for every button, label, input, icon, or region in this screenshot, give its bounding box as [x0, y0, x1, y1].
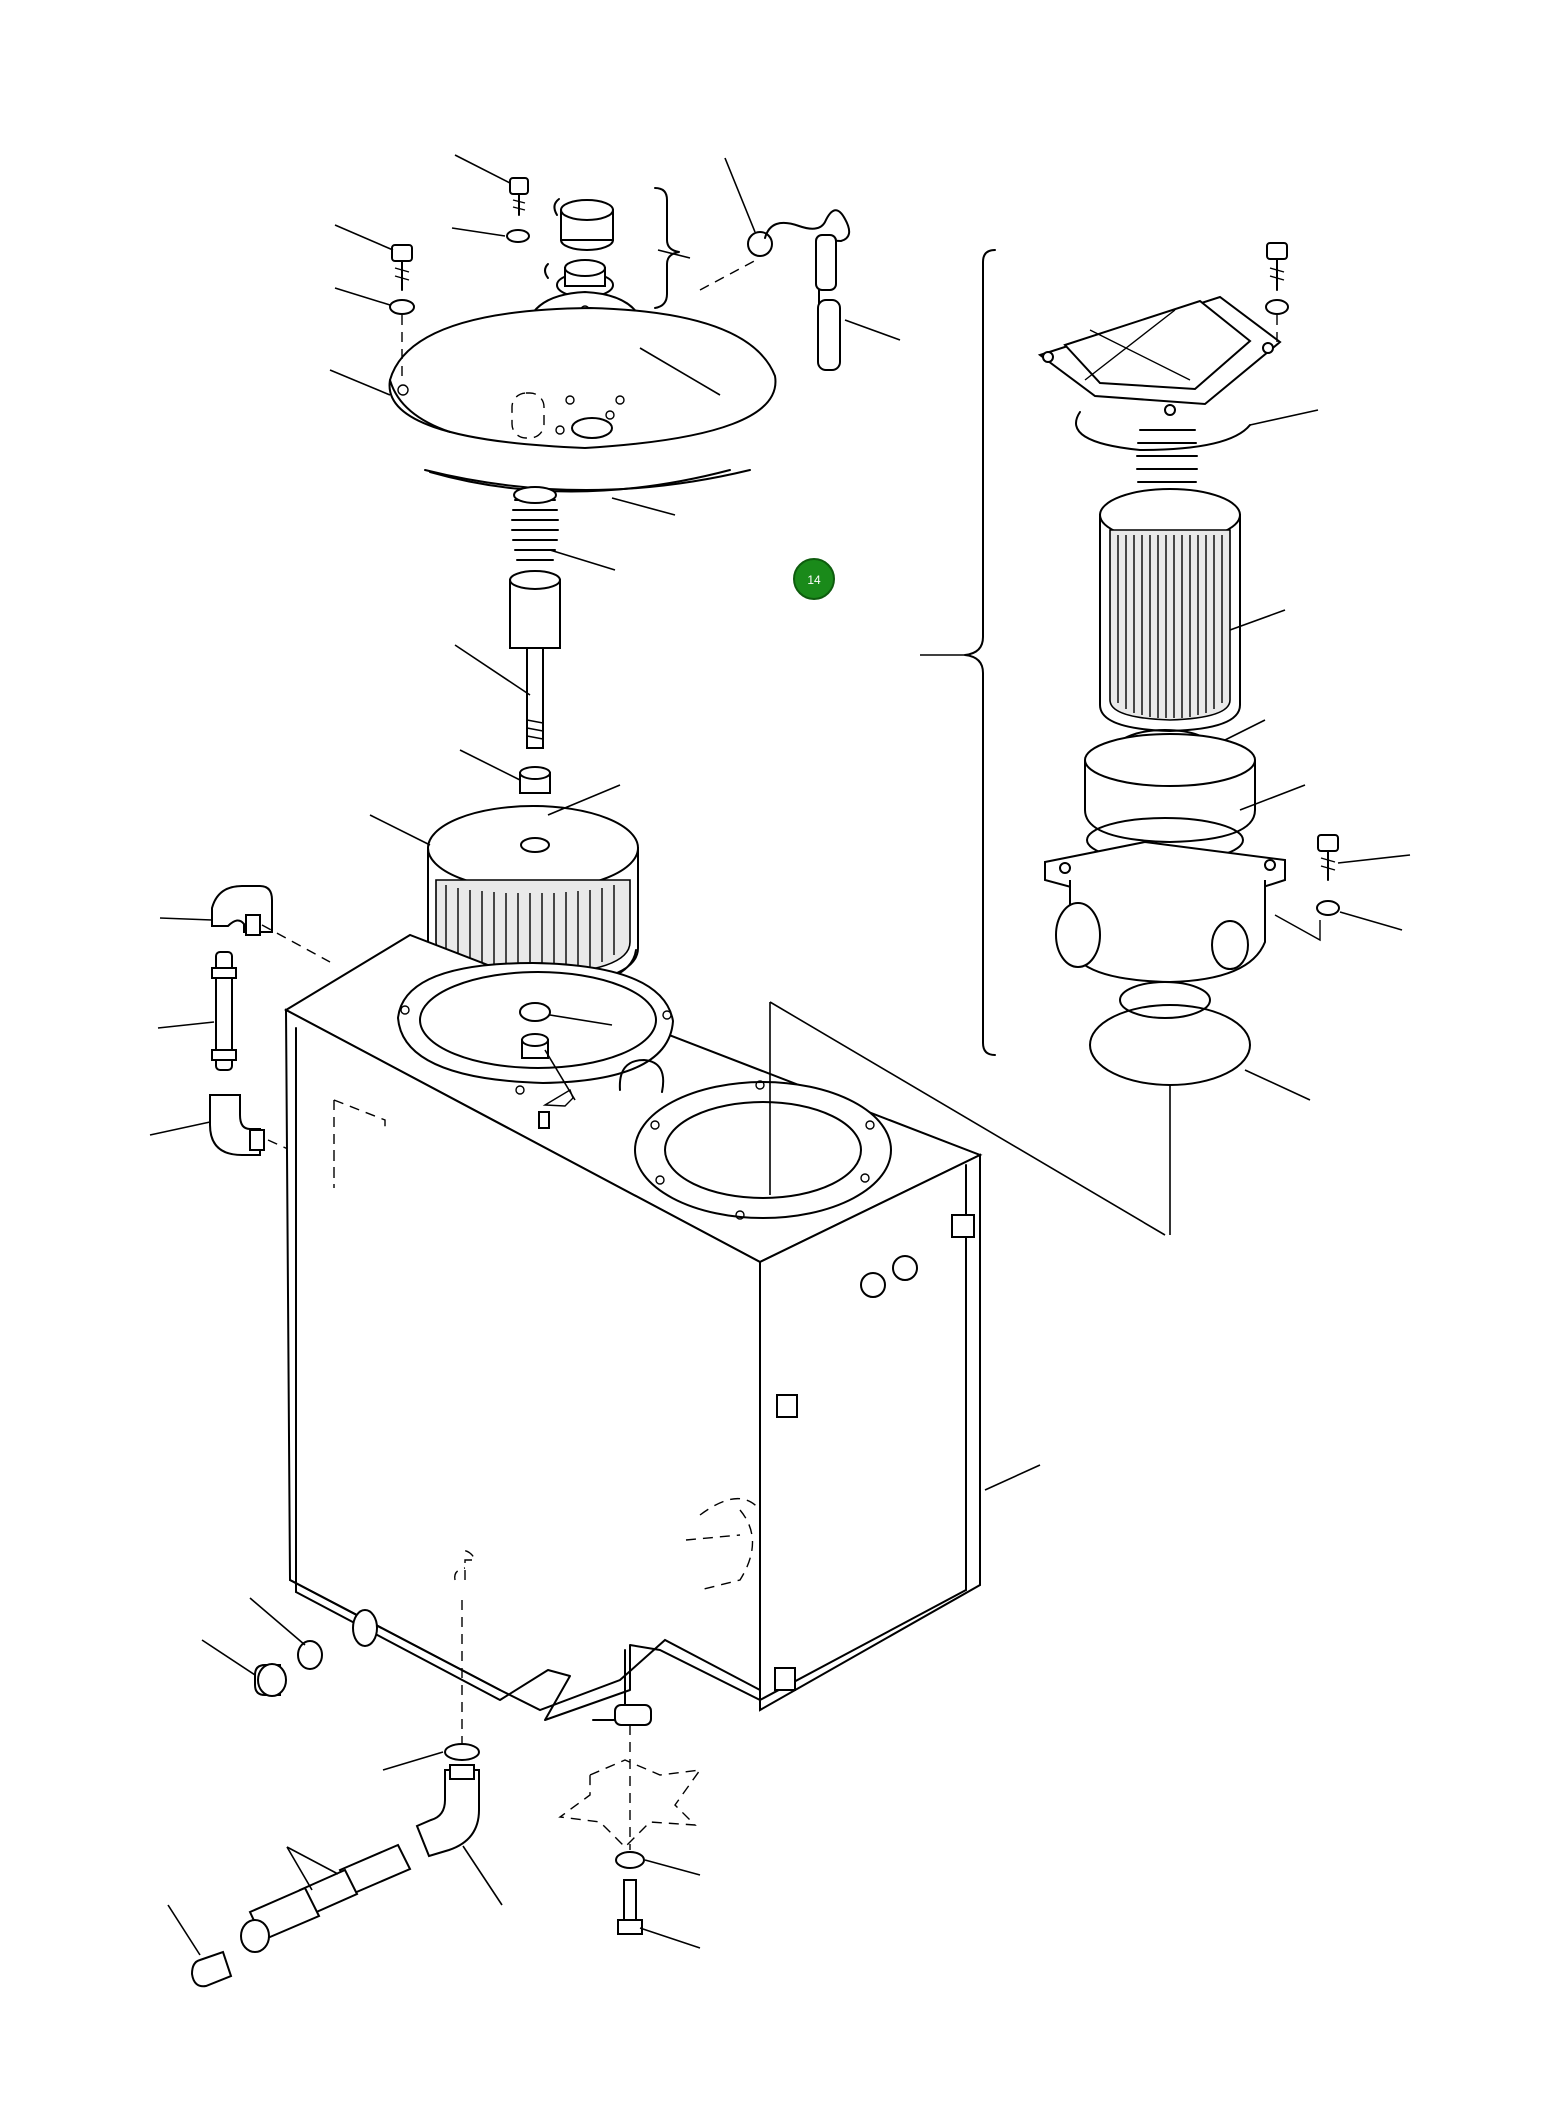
filler-neck: [544, 259, 614, 298]
filler-cap: [553, 198, 614, 251]
rod-nut: [519, 766, 551, 794]
assembly-bracket: [654, 187, 680, 309]
cover-gasket: [424, 469, 751, 491]
tank-cover-plate: [388, 306, 777, 493]
ball-valve-assembly: [190, 1843, 412, 1988]
sight-gauge-tube: [211, 951, 237, 1071]
tank-lifting-handle: [618, 1059, 665, 1093]
cover-washer: [389, 299, 415, 315]
return-port-flange: [634, 1080, 892, 1220]
drain-plug-assembly: [254, 1609, 378, 1697]
callout-badge-label: 14: [807, 573, 821, 587]
filter-cover: [1037, 295, 1282, 416]
return-hose: [699, 209, 851, 371]
filter-bowl: [1084, 733, 1256, 844]
filter-head: [1044, 840, 1286, 1019]
lower-elbow-fitting: [209, 1094, 265, 1156]
strainer-washer: [519, 1002, 551, 1022]
return-filter-element: [1099, 488, 1241, 733]
threaded-rod: [526, 647, 544, 749]
cover-bolt: [391, 244, 413, 291]
filter-head-bolt: [1274, 834, 1340, 942]
callout-badge-circle[interactable]: [793, 558, 835, 600]
suction-elbow: [415, 1764, 480, 1858]
hose-clamp: [747, 231, 773, 257]
strainer-nut: [521, 1033, 549, 1059]
spring: [511, 486, 559, 561]
upper-elbow-fitting: [211, 885, 273, 936]
stud: [538, 1111, 550, 1129]
o-ring: [444, 1743, 480, 1761]
bottom-mounting-pad: [558, 1704, 702, 1935]
callout-badge-14[interactable]: 14: [793, 558, 835, 600]
cap-bolt: [509, 177, 529, 216]
leader-lines: [149, 154, 1411, 1956]
return-filter-assembly: [920, 242, 1340, 1235]
spacer-tube: [509, 570, 561, 649]
side-port-fittings: [774, 1214, 975, 1691]
filter-group-bracket: [964, 249, 996, 1056]
filter-cover-bolt: [1265, 242, 1289, 345]
cap-washer: [506, 229, 530, 243]
